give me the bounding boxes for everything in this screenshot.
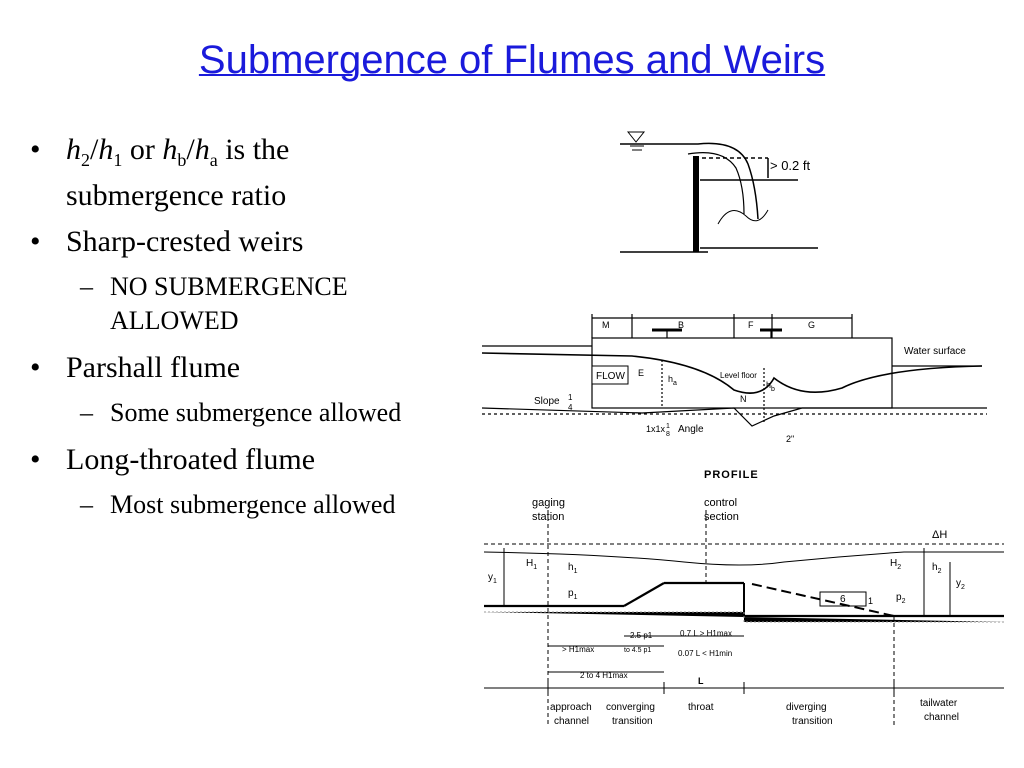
section-throat: throat [688,702,714,713]
throat-length-l: L [698,676,704,686]
drop-label: > 0.2 ft [770,158,810,173]
bullet-long-throated: Long-throated flume [28,442,448,478]
slope-den: 4 [568,403,573,412]
p1-label: p1 [568,588,578,601]
slope-label: Slope [534,396,560,407]
sub-bullet-some-submergence: Some submergence allowed [28,396,448,430]
sub-bullet-most-submergence: Most submergence allowed [28,488,448,522]
gaging-station-1: gaging [532,497,565,509]
section-converging-2: transition [612,716,653,727]
n-label: N [740,394,747,404]
flow-label: FLOW [596,371,625,382]
y1-label: y1 [488,572,497,585]
delta-h-label: ΔH [932,529,947,541]
ha-label: ha [668,374,677,387]
slope-six: 6 [840,594,846,605]
dim-throat-a: 0.7 L > H1max [680,629,732,638]
h2-label: h2 [932,562,942,575]
angle-frac-den: 8 [666,431,670,438]
h2-cap-label: H2 [890,558,901,571]
section-approach-1: approach [550,702,592,713]
dim-conv-b: to 4.5 p1 [624,647,651,654]
two-inch-label: 2" [786,434,794,444]
parshall-profile: M B F G Water surface FLOW Level floor S… [482,314,987,481]
level-floor-label: Level floor [720,371,757,380]
long-throated-diagram: gaging station control section ΔH H1 h1 … [484,497,1004,727]
angle-size: 1x1x [646,424,666,434]
control-section-1: control [704,497,737,509]
hb-label: hb [766,380,775,393]
dim-b: B [678,320,684,330]
dim-g: G [808,320,815,330]
water-surface-label: Water surface [904,346,966,357]
bullet-parshall: Parshall flume [28,350,448,386]
bullet-list: h2/h1 or hb/ha is the submergence ratio … [28,132,448,534]
dim-throat-b: 0.07 L < H1min [678,649,732,658]
section-diverging-1: diverging [786,702,827,713]
dim-f: F [748,320,754,330]
angle-frac-num: 1 [666,423,670,430]
weir-sketch: > 0.2 ft [620,131,818,253]
bullet-submergence-ratio: h2/h1 or hb/ha is the submergence ratio [28,132,448,214]
dim-conv-a: 2.5 p1 [630,631,653,640]
dim-2to4: 2 to 4 H1max [580,671,628,680]
dim-m: M [602,320,610,330]
section-diverging-2: transition [792,716,833,727]
slope-num: 1 [568,393,573,402]
section-converging-1: converging [606,702,655,713]
gaging-station-2: station [532,511,564,523]
section-approach-2: channel [554,716,589,727]
sub-bullet-no-submergence: NO SUBMERGENCE ALLOWED [28,270,448,338]
section-tailwater-2: channel [924,712,959,723]
slide-title: Submergence of Flumes and Weirs [198,38,826,82]
h1-cap-label: H1 [526,558,537,571]
section-tailwater-1: tailwater [920,698,958,709]
y2-label: y2 [956,578,965,591]
p2-label: p2 [896,592,906,605]
dim-approach: > H1max [562,645,594,654]
slope-one: 1 [868,596,873,606]
angle-label: Angle [678,424,704,435]
e-label: E [638,368,644,378]
bullet-sharp-crested: Sharp-crested weirs [28,224,448,260]
h1-label: h1 [568,562,578,575]
profile-caption: PROFILE [704,469,759,481]
control-section-2: section [704,511,739,523]
